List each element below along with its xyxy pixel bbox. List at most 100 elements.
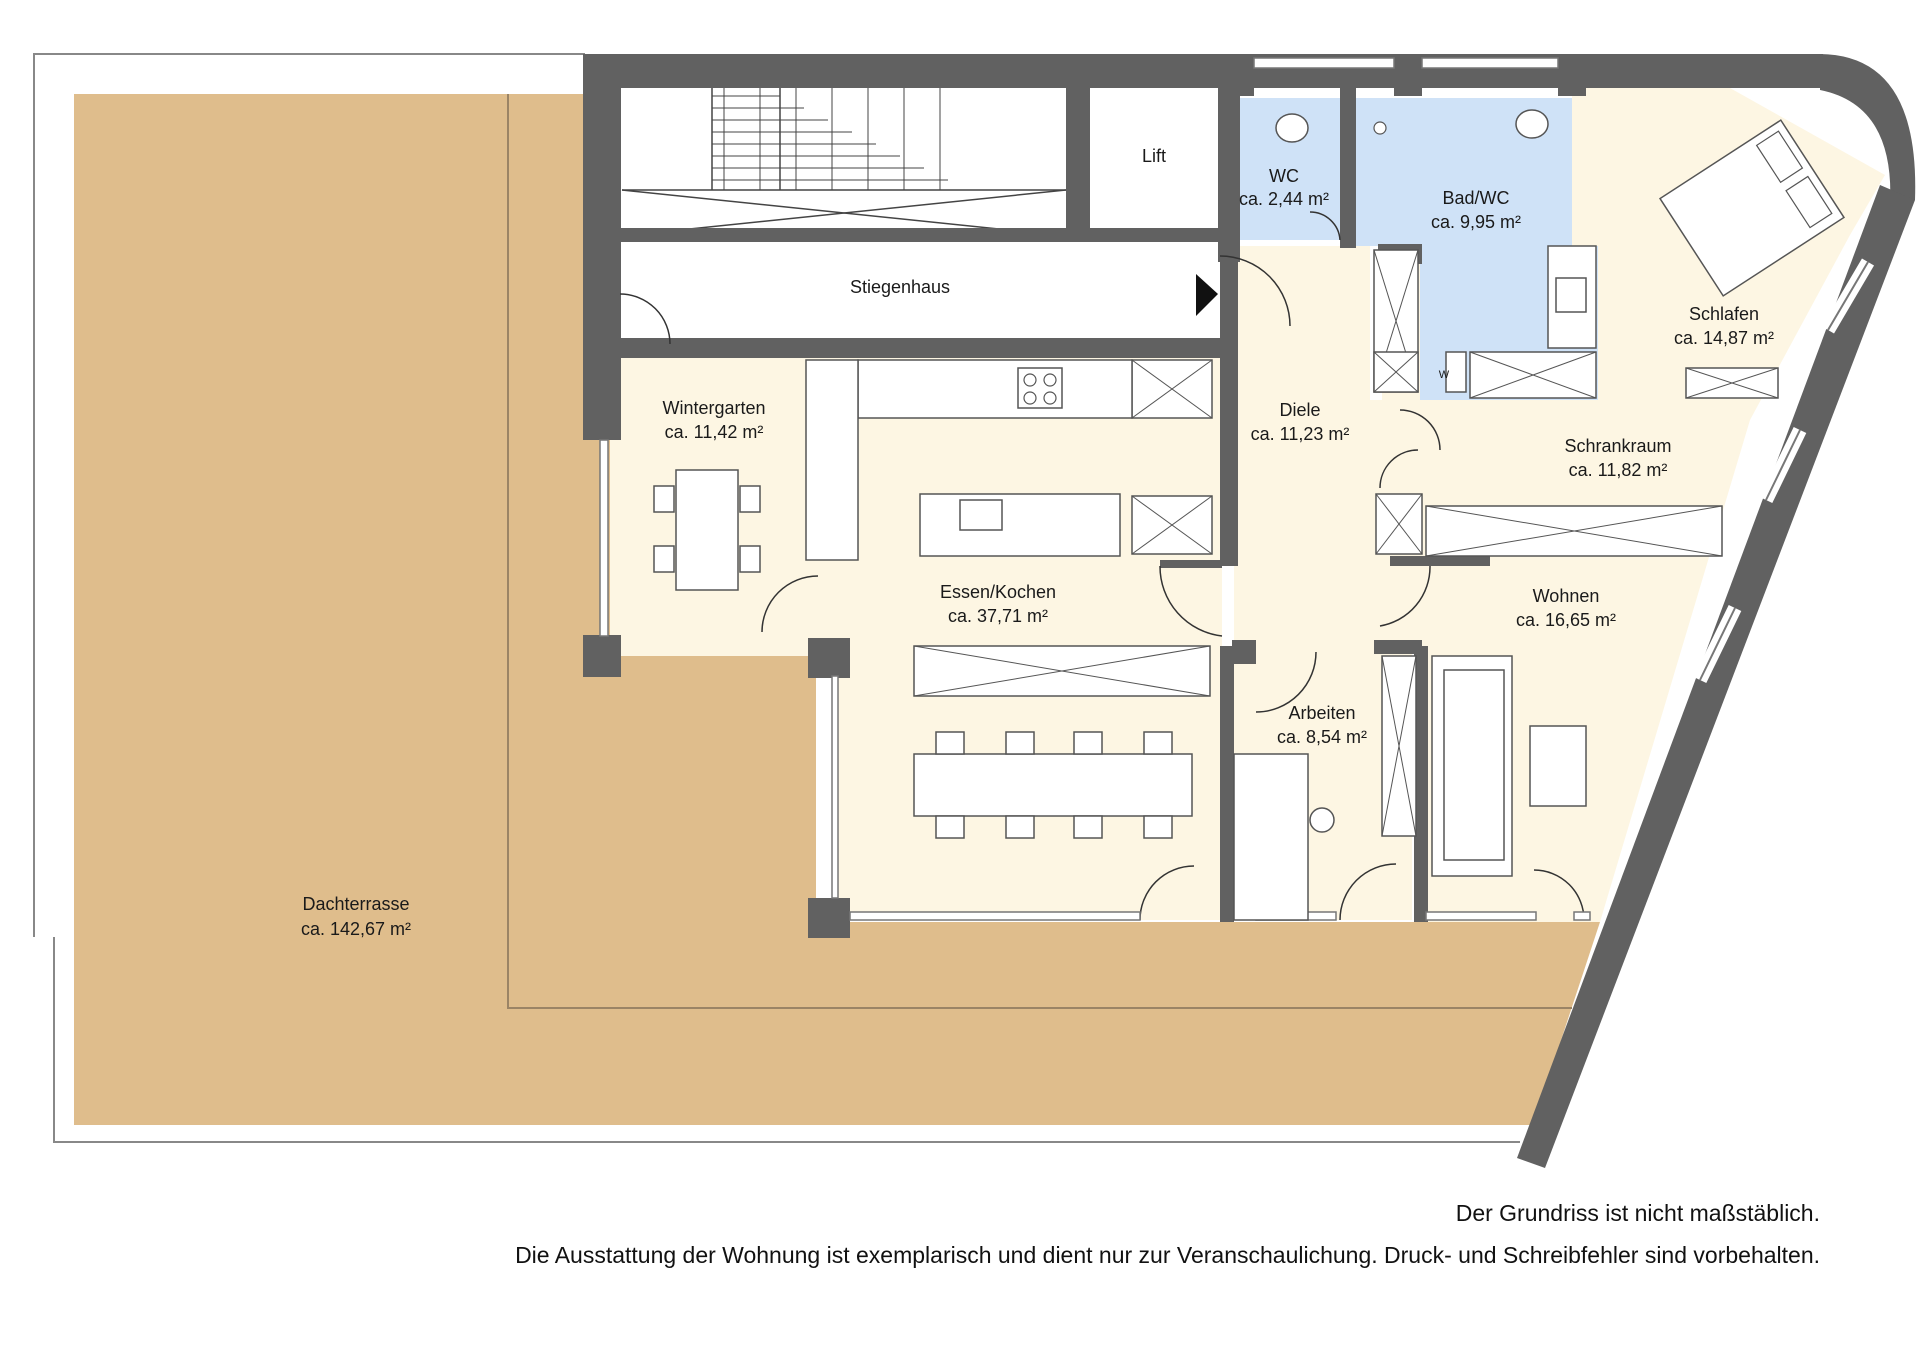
door-swing	[1219, 255, 1291, 327]
staircase	[621, 88, 1067, 238]
label-wardrobe-area: ca. 11,82 m²	[1569, 460, 1668, 480]
office-chair-icon	[1309, 807, 1335, 833]
wall	[1066, 84, 1090, 234]
curved-outer-wall	[1820, 54, 1916, 205]
stair-treads	[712, 88, 948, 190]
washing-machine-icon	[1445, 351, 1467, 393]
cabinet	[1131, 359, 1213, 419]
label-bedroom-area: ca. 14,87 m²	[1674, 328, 1774, 348]
label-washer: W	[1439, 369, 1450, 381]
dining-table	[913, 753, 1193, 817]
chair	[739, 485, 761, 513]
cabinet	[1381, 655, 1417, 837]
floor-hall	[1234, 246, 1380, 645]
wall	[1394, 54, 1422, 96]
windows	[599, 57, 1875, 921]
wall	[1340, 84, 1356, 248]
door-swing	[1379, 449, 1419, 489]
window	[599, 439, 609, 637]
chair	[935, 731, 965, 755]
terrace-area	[33, 53, 1600, 1143]
wall	[1218, 84, 1240, 262]
label-lift-name: Lift	[1142, 146, 1166, 166]
wall	[1374, 640, 1422, 654]
label-wardrobe-name: Schrankraum	[1564, 436, 1671, 456]
door-swing	[619, 293, 671, 345]
door-swing	[1379, 565, 1431, 627]
cabinet	[913, 645, 1211, 697]
door-swing	[1309, 211, 1341, 241]
doors	[619, 211, 1585, 921]
door-swing	[1399, 409, 1441, 451]
label-bath-name: Bad/WC	[1442, 188, 1509, 208]
label-bath-area: ca. 9,95 m²	[1431, 212, 1521, 232]
shower-icon	[1373, 121, 1387, 135]
burner-icon	[1023, 391, 1037, 405]
wall	[583, 54, 621, 334]
cabinet	[1685, 367, 1779, 399]
chair	[653, 545, 675, 573]
label-wc-area: ca. 2,44 m²	[1239, 189, 1329, 209]
window-pane	[1765, 429, 1801, 501]
door-swing	[1159, 565, 1223, 637]
label-living-name: Wohnen	[1533, 586, 1600, 606]
wall	[808, 898, 850, 938]
door-swing	[1533, 869, 1585, 921]
office-desk	[1233, 753, 1309, 921]
label-bedroom-name: Schlafen	[1689, 304, 1759, 324]
burner-icon	[1043, 391, 1057, 405]
chair	[1143, 815, 1173, 839]
label-kitchen-area: ca. 37,71 m²	[948, 606, 1048, 626]
wall	[808, 638, 850, 678]
kitchen-island	[919, 493, 1121, 557]
chair	[653, 485, 675, 513]
sofa-seat	[1443, 669, 1505, 861]
label-kitchen-name: Essen/Kochen	[940, 582, 1056, 602]
wall	[583, 635, 621, 677]
chair	[1005, 815, 1035, 839]
entrance-arrow-icon	[1196, 274, 1218, 316]
walls	[1517, 54, 1916, 1168]
label-winter-area: ca. 11,42 m²	[665, 422, 764, 442]
chair	[1005, 731, 1035, 755]
cabinet	[1425, 505, 1723, 557]
wall	[1390, 556, 1490, 566]
cabinet	[1469, 351, 1597, 399]
wall	[1220, 234, 1238, 566]
window	[831, 675, 839, 899]
floor-bath	[1356, 98, 1598, 400]
wall	[583, 54, 1823, 88]
chair	[935, 815, 965, 839]
coffee-table	[1529, 725, 1587, 807]
label-office-name: Arbeiten	[1288, 703, 1355, 723]
wall	[1558, 54, 1586, 96]
kitchen-tall-unit	[805, 359, 859, 561]
wall	[1232, 640, 1256, 664]
cabinet	[1375, 493, 1423, 555]
wall	[1160, 560, 1222, 568]
door-swing	[1339, 863, 1397, 921]
door-swing	[761, 575, 819, 633]
toilet-icon	[1275, 113, 1309, 143]
window-pane	[1827, 261, 1869, 331]
label-terrace-name: Dachterrasse	[302, 894, 409, 914]
label-office-area: ca. 8,54 m²	[1277, 727, 1367, 747]
label-stair-name: Stiegenhaus	[850, 277, 950, 297]
bed	[1658, 119, 1846, 297]
window	[849, 911, 1141, 921]
wintergarten-table	[675, 469, 739, 591]
label-hall-area: ca. 11,23 m²	[1251, 424, 1350, 444]
terrace-floor	[74, 94, 1600, 1125]
wall-segments	[583, 54, 1823, 938]
room-labels: Dachterrasse ca. 142,67 m² Stiegenhaus L…	[301, 146, 1774, 939]
window	[1425, 911, 1537, 921]
scale-note: Der Grundriss ist nicht maßstäblich.	[1455, 1200, 1820, 1226]
label-terrace-area: ca. 142,67 m²	[301, 919, 411, 939]
window	[1253, 57, 1395, 69]
cabinets	[913, 249, 1779, 837]
window-pane	[1699, 607, 1736, 681]
window	[1573, 911, 1591, 921]
cabinet	[1373, 351, 1419, 393]
burner-icon	[1023, 373, 1037, 387]
